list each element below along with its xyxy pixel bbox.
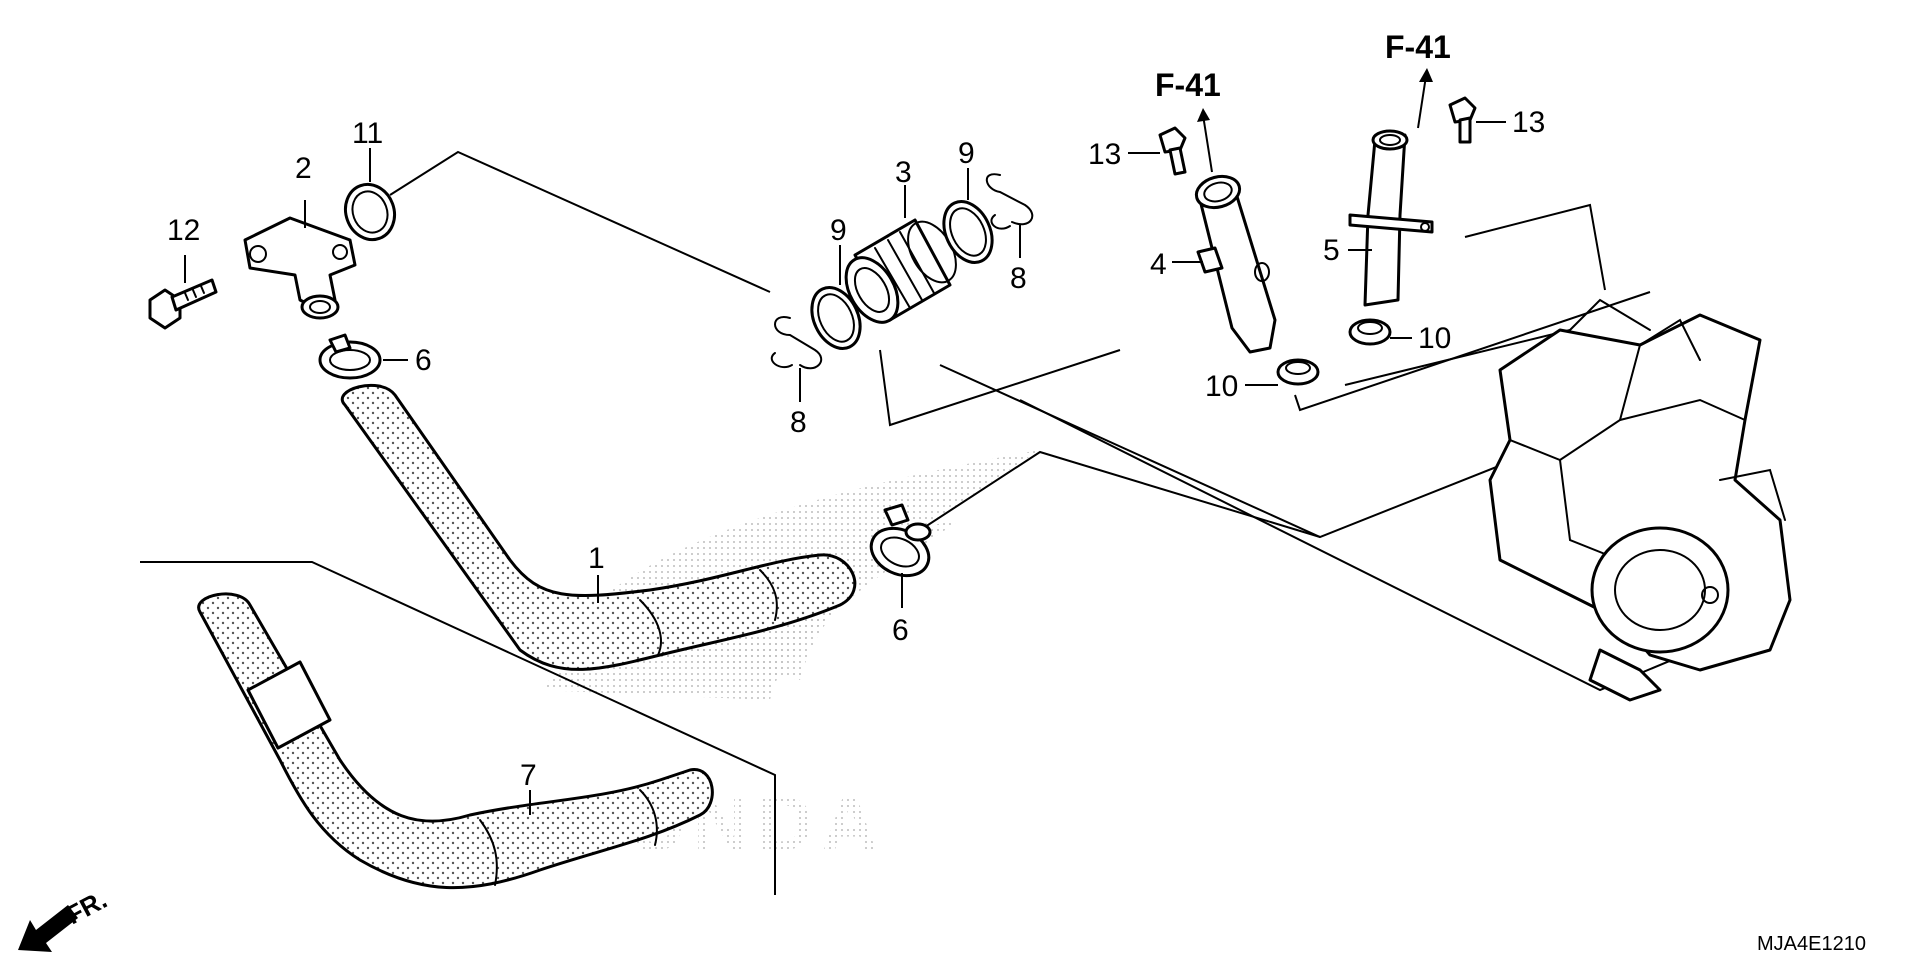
grommet-part-10a <box>1276 358 1320 386</box>
hose-part-7 <box>197 592 714 890</box>
reference-f41-right: F-41 <box>1385 29 1451 65</box>
callout-1: 1 <box>588 542 605 575</box>
water-pipe-part-5 <box>1348 129 1434 307</box>
callout-13b: 13 <box>1512 106 1545 139</box>
bolt-part-12 <box>148 278 218 330</box>
callout-4: 4 <box>1150 248 1167 281</box>
front-arrow-icon <box>18 905 78 952</box>
o-ring-part-11 <box>343 182 397 242</box>
bolt-part-13b <box>1448 96 1477 144</box>
bolt-part-13a <box>1158 126 1187 176</box>
front-direction-indicator: FR. <box>18 884 112 952</box>
callout-11: 11 <box>352 117 383 150</box>
reference-f41-left: F-41 <box>1155 67 1221 103</box>
clip-part-8a <box>770 316 823 370</box>
callout-6b: 6 <box>892 614 909 647</box>
hose-clamp-part-6b <box>869 503 932 578</box>
drawing-code: MJA4E1210 <box>1757 933 1866 955</box>
callout-8b: 8 <box>1010 262 1027 295</box>
ref-arrow-left <box>1197 108 1213 173</box>
callout-6a: 6 <box>415 344 432 377</box>
callout-7: 7 <box>520 759 537 792</box>
callout-10a: 10 <box>1205 370 1238 403</box>
callout-9b: 9 <box>958 137 975 170</box>
callout-3: 3 <box>895 156 912 189</box>
engine-block <box>1488 298 1792 702</box>
callout-5: 5 <box>1323 234 1340 267</box>
callout-12: 12 <box>167 214 200 247</box>
hose-clamp-part-6a <box>318 333 382 380</box>
grommet-part-10b <box>1348 318 1392 346</box>
callout-leaders <box>184 121 1506 815</box>
callout-8a: 8 <box>790 406 807 439</box>
hose-part-1 <box>340 384 857 671</box>
water-pipe-part-4 <box>1194 174 1277 354</box>
ref-arrow-right <box>1417 68 1433 129</box>
elbow-fitting-part-2 <box>243 216 357 320</box>
ring-part-9b <box>942 200 994 264</box>
callout-9a: 9 <box>830 214 847 247</box>
callout-2: 2 <box>295 152 312 185</box>
ring-part-9a <box>810 286 862 350</box>
callout-10b: 10 <box>1418 322 1451 355</box>
callout-13a: 13 <box>1088 138 1121 171</box>
clip-part-8b <box>985 173 1034 230</box>
